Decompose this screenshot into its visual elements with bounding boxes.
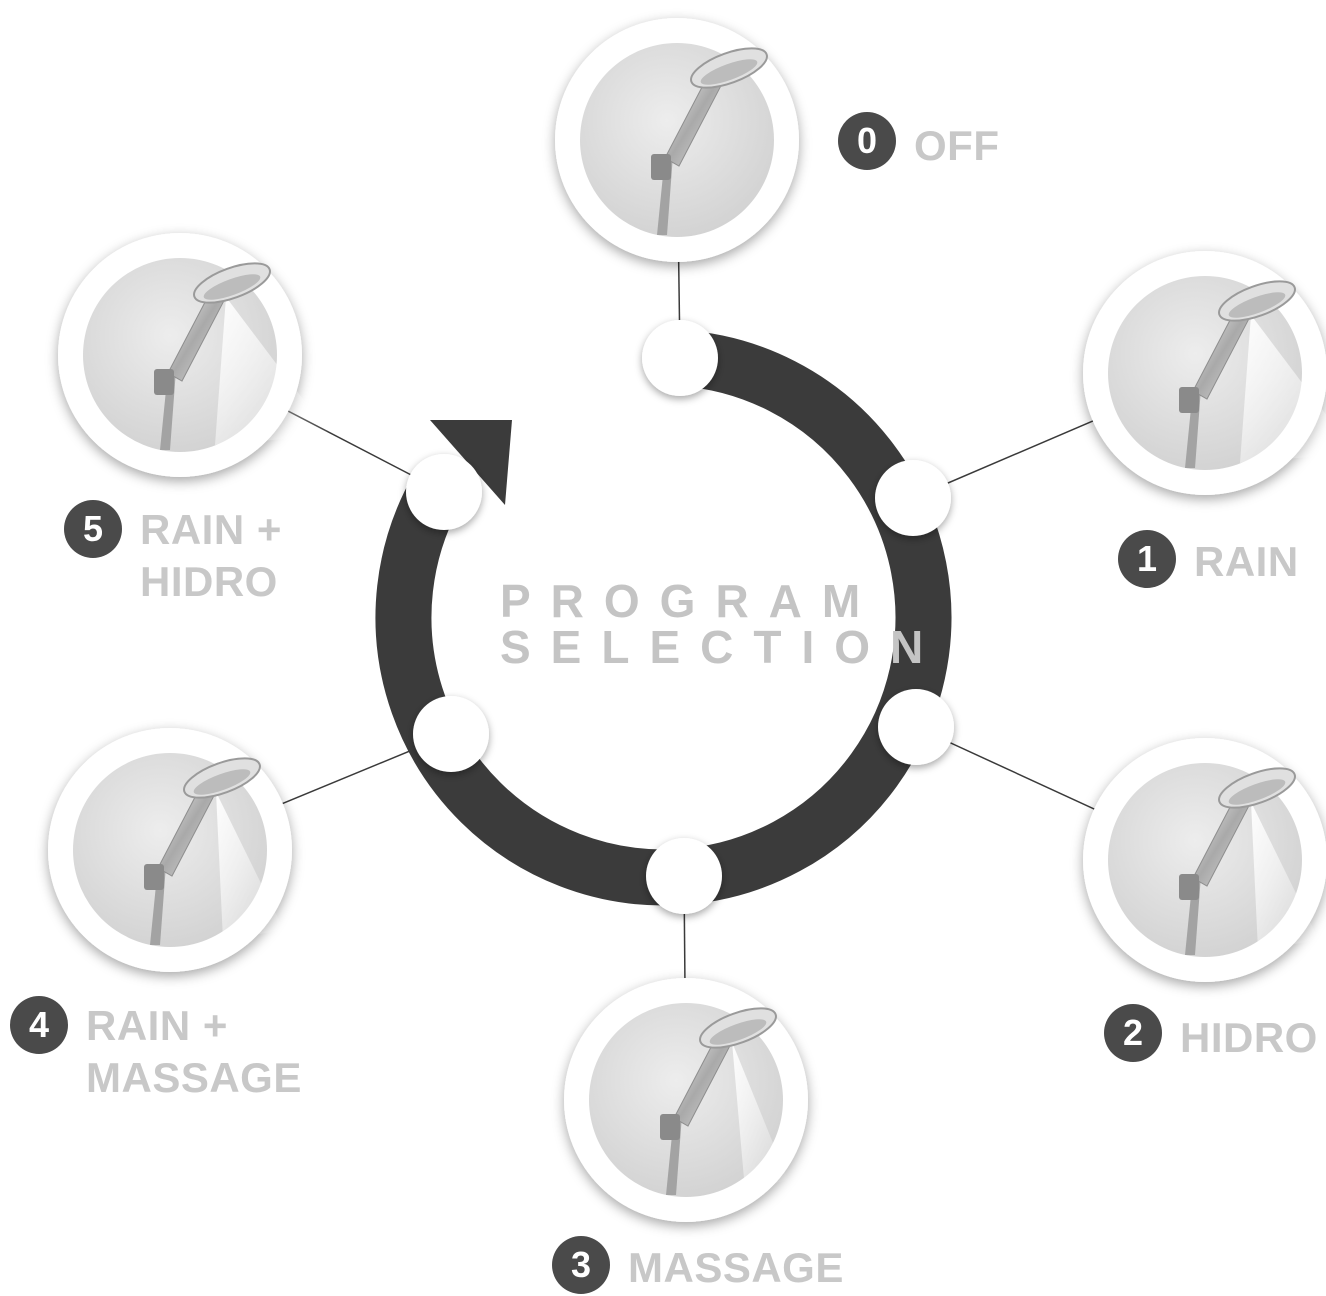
center-title-line1: PROGRAM	[500, 575, 881, 627]
program-node-0	[555, 18, 799, 262]
shower-head-rain-icon	[1178, 272, 1326, 469]
program-node-2	[1083, 738, 1326, 982]
ring-knob-3	[646, 838, 722, 914]
ring-knob-5	[406, 454, 482, 530]
program-label-1: 1 RAIN	[1118, 530, 1299, 588]
program-name: OFF	[914, 122, 1000, 169]
program-label-2: 2 HIDRO	[1104, 1004, 1318, 1064]
program-number-badge: 2	[1104, 1004, 1162, 1062]
program-name: RAIN	[1194, 538, 1299, 585]
program-node-1	[1083, 251, 1326, 495]
shower-head-massage-icon	[659, 999, 788, 1196]
program-node-4	[48, 728, 292, 972]
program-label-5: 5 RAIN + HIDRO	[64, 500, 282, 608]
ring-knob-0	[642, 320, 718, 396]
program-label-3: 3 MASSAGE	[552, 1236, 844, 1294]
water-spray-icon	[1240, 315, 1326, 463]
program-node-5	[58, 233, 330, 477]
program-name: RAIN + HIDRO	[140, 506, 282, 605]
program-node-3	[564, 978, 808, 1222]
program-name: MASSAGE	[628, 1244, 844, 1291]
ring-knobs	[406, 320, 954, 914]
ring-knob-2	[878, 689, 954, 765]
water-spray-icon	[215, 297, 330, 445]
program-number-badge: 4	[10, 996, 68, 1054]
program-name: HIDRO	[1180, 1014, 1318, 1061]
water-spray-icon	[732, 1042, 788, 1190]
program-label-0: 0 OFF	[838, 112, 999, 172]
ring-knob-1	[875, 460, 951, 536]
program-number-badge: 1	[1118, 530, 1176, 588]
program-number-badge: 5	[64, 500, 122, 558]
ring-knob-4	[413, 696, 489, 772]
program-cycle-ring	[375, 330, 952, 906]
program-name: RAIN + MASSAGE	[86, 1002, 302, 1101]
water-spray-icon	[216, 792, 284, 940]
water-spray-icon	[1251, 802, 1319, 950]
program-number-badge: 3	[552, 1236, 610, 1294]
center-title: PROGRAM SELECTION	[480, 575, 944, 673]
program-number-badge: 0	[838, 112, 896, 170]
shower-head-hidro-icon	[1178, 759, 1319, 956]
cycle-direction-arrowhead	[430, 420, 512, 505]
program-label-4: 4 RAIN + MASSAGE	[10, 996, 302, 1104]
shower-head-rain-massage-icon	[143, 749, 284, 946]
program-photo-nodes	[48, 18, 1326, 1222]
shower-head-rain-hidro-icon	[153, 254, 330, 451]
center-title-line2: SELECTION	[500, 621, 944, 673]
